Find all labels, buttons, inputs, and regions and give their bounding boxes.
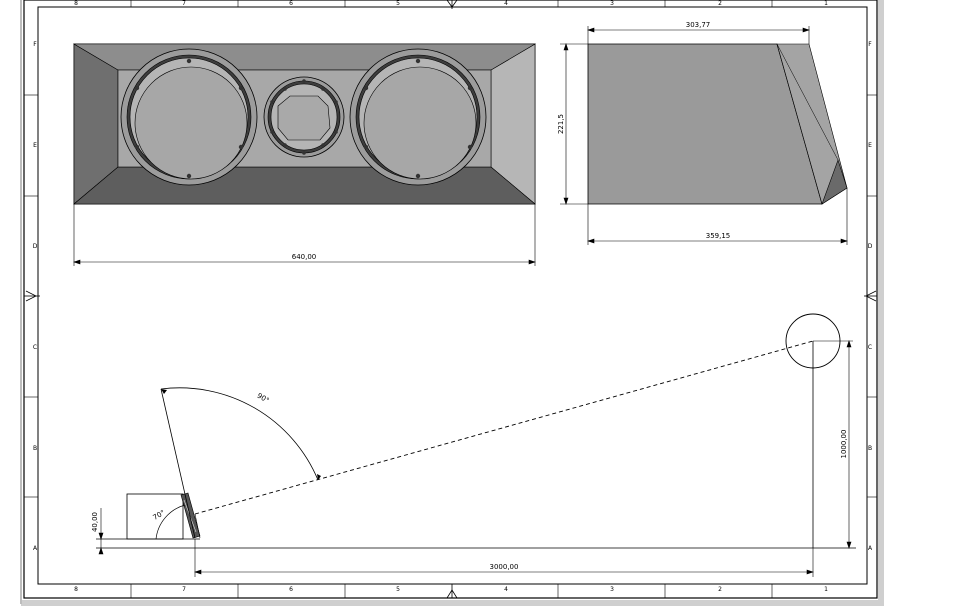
zone-col-2-bottom: 2 [718, 586, 722, 593]
dim-side-top: 303,77 [686, 21, 711, 29]
zone-ticks [24, 0, 877, 598]
zone-row-b-left: B [33, 445, 37, 452]
listening-geometry-view: 90° 70° 40,00 1000,00 3000,00 [91, 313, 856, 577]
side-view: 303,77 221,5 359,15 [557, 21, 848, 245]
zone-row-a-right: A [868, 545, 873, 552]
zone-row-e-right: E [868, 142, 872, 149]
zone-col-5-bottom: 5 [396, 586, 400, 593]
sheet-outer-border [23, 0, 878, 599]
zone-col-4-bottom: 4 [504, 586, 508, 593]
zone-row-f-left: F [33, 41, 37, 48]
dim-front-width: 640,00 [292, 253, 317, 261]
left-woofer [120, 48, 258, 186]
zone-col-3-top: 3 [610, 0, 614, 7]
dim-distance-3000: 3000,00 [490, 563, 519, 571]
window-edge [878, 0, 884, 604]
dim-height-40: 40,00 [91, 512, 99, 532]
dim-angle-small: 70° [152, 509, 167, 522]
zone-row-d-right: D [868, 243, 873, 250]
zone-row-d-left: D [33, 243, 38, 250]
zone-row-f-right: F [868, 41, 872, 48]
tilted-speaker [180, 492, 201, 539]
zone-row-b-right: B [868, 445, 872, 452]
dim-angle-90: 90° [256, 392, 271, 405]
zone-col-4-top: 4 [504, 0, 508, 7]
dim-side-bottom: 359,15 [706, 232, 731, 240]
zone-row-c-right: C [868, 344, 872, 351]
zone-col-8-bottom: 8 [74, 586, 78, 593]
zone-col-1-bottom: 1 [824, 586, 828, 593]
dim-side-height: 221,5 [557, 114, 565, 134]
zone-col-6-bottom: 6 [289, 586, 293, 593]
zone-col-2-top: 2 [718, 0, 722, 7]
center-tweeter [263, 76, 345, 158]
right-woofer [349, 48, 487, 186]
zone-col-5-top: 5 [396, 0, 400, 7]
zone-row-e-left: E [33, 142, 37, 149]
zone-col-8-top: 8 [74, 0, 78, 7]
front-view: 640,00 [72, 43, 537, 266]
centering-marks [24, 0, 877, 599]
zone-col-7-top: 7 [182, 0, 186, 7]
zone-col-3-bottom: 3 [610, 586, 614, 593]
zone-col-1-top: 1 [824, 0, 828, 7]
zone-row-a-left: A [33, 545, 38, 552]
zone-col-6-top: 6 [289, 0, 293, 7]
dim-height-1000: 1000,00 [840, 430, 848, 459]
window-edge-bottom [21, 600, 884, 606]
zone-col-7-bottom: 7 [182, 586, 186, 593]
zone-row-c-left: C [33, 344, 37, 351]
